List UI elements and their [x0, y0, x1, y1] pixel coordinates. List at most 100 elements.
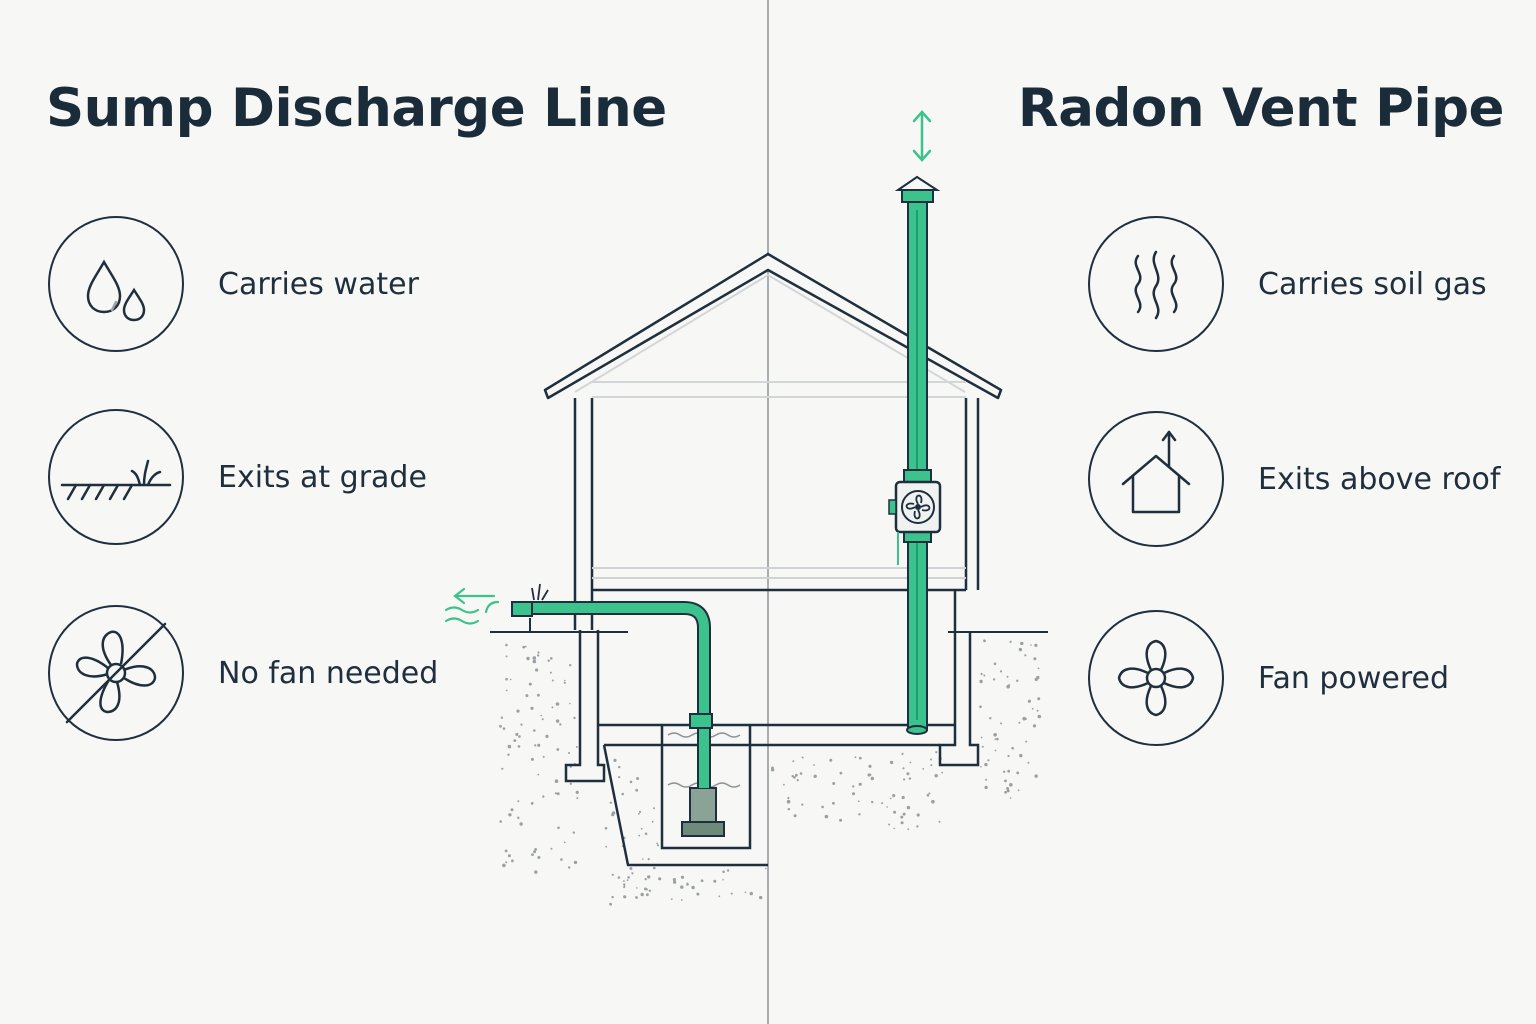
soil-dot — [829, 758, 833, 762]
soil-dot — [556, 748, 560, 751]
soil-dot — [537, 743, 541, 747]
soil-dot — [644, 887, 647, 891]
soil-dot — [680, 875, 685, 879]
soil-dot — [801, 756, 804, 759]
soil-dot — [513, 739, 517, 742]
water-drops-icon — [48, 216, 184, 352]
radon-fan-unit — [888, 480, 942, 565]
soil-dot — [505, 861, 508, 864]
soil-dot — [516, 709, 520, 713]
soil-dot — [839, 818, 843, 822]
soil-dot — [992, 678, 996, 681]
soil-dot — [854, 756, 857, 759]
soil-dot — [627, 876, 630, 879]
soil-dot — [1011, 746, 1014, 750]
soil-dot — [934, 774, 938, 778]
soil-dot — [646, 893, 649, 897]
soil-dot — [726, 869, 730, 872]
soil-dot — [534, 870, 538, 874]
soil-dots — [499, 639, 1042, 906]
fan-icon — [1088, 610, 1224, 746]
soil-dot — [575, 790, 579, 795]
soil-dot — [505, 655, 508, 658]
soil-dot — [902, 812, 906, 816]
soil-dot — [568, 866, 571, 869]
feature-label: Carries soil gas — [1258, 266, 1487, 302]
soil-dot — [871, 800, 874, 804]
soil-dot — [551, 679, 554, 682]
soil-dot — [792, 760, 795, 763]
soil-dot — [517, 745, 521, 748]
soil-dot — [1008, 683, 1011, 686]
soil-dot — [902, 767, 905, 770]
soil-dot — [892, 794, 896, 798]
soil-dot — [557, 826, 560, 830]
soil-dot — [821, 805, 824, 809]
soil-dot — [928, 792, 931, 795]
soil-dot — [987, 759, 990, 762]
soil-dot — [983, 674, 986, 677]
soil-dot — [686, 883, 689, 886]
soil-dot — [555, 702, 560, 706]
soil-dot — [801, 803, 804, 806]
soil-dot — [635, 788, 639, 792]
soil-dot — [648, 889, 652, 892]
floor-band — [592, 567, 966, 579]
soil-dot — [886, 806, 888, 808]
soil-dot — [563, 681, 566, 684]
soil-dot — [520, 723, 523, 726]
soil-dot — [749, 891, 753, 896]
soil-dot — [505, 689, 508, 692]
soil-dot — [623, 880, 625, 882]
soil-dot — [1033, 657, 1037, 661]
soil-dot — [502, 863, 506, 868]
soil-dot — [1024, 654, 1027, 657]
soil-dot — [564, 679, 566, 682]
soil-dot — [1007, 769, 1011, 773]
soil-dot — [611, 873, 614, 876]
feature-label: Fan powered — [1258, 660, 1450, 696]
soil-dot — [1006, 789, 1010, 793]
soil-dot — [993, 662, 997, 666]
soil-dot — [502, 727, 506, 730]
soil-dot — [718, 895, 721, 898]
soil-dot — [559, 723, 562, 726]
soil-dot — [613, 758, 617, 763]
soil-dot — [623, 895, 627, 899]
soil-dot — [510, 808, 514, 812]
soil-dot — [722, 870, 725, 874]
soil-dot — [499, 820, 503, 823]
soil-dot — [1034, 643, 1038, 648]
soil-dot — [575, 746, 578, 748]
soil-dot — [576, 797, 579, 800]
soil-dot — [907, 828, 910, 831]
soil-dot — [531, 853, 534, 856]
soil-dot — [926, 793, 930, 797]
sump-pit — [602, 725, 768, 867]
soil-dot — [604, 826, 608, 830]
radon-vent-title: Radon Vent Pipe — [1017, 78, 1505, 139]
soil-dot — [852, 785, 855, 788]
soil-dot — [989, 717, 992, 720]
soil-dot — [549, 671, 552, 674]
soil-dot — [759, 895, 763, 900]
soil-dot — [647, 875, 651, 879]
feature-exits-at-grade: Exits at grade — [48, 409, 427, 545]
soil-dot — [744, 891, 747, 893]
feature-carries-water: Carries water — [48, 216, 419, 352]
soil-dot — [638, 834, 641, 837]
soil-dot — [533, 729, 536, 732]
soil-dot — [984, 785, 988, 790]
soil-dot — [507, 753, 510, 756]
soil-dot — [1004, 779, 1007, 783]
soil-dot — [635, 896, 638, 899]
soil-dot — [901, 752, 904, 756]
soil-dot — [611, 895, 614, 899]
soil-dot — [1000, 722, 1002, 725]
soil-dot — [1009, 797, 1012, 799]
soil-dot — [530, 757, 534, 761]
soil-dot — [611, 811, 616, 815]
soil-dot — [530, 802, 534, 805]
soil-dot — [1018, 647, 1023, 652]
soil-dot — [832, 801, 835, 805]
